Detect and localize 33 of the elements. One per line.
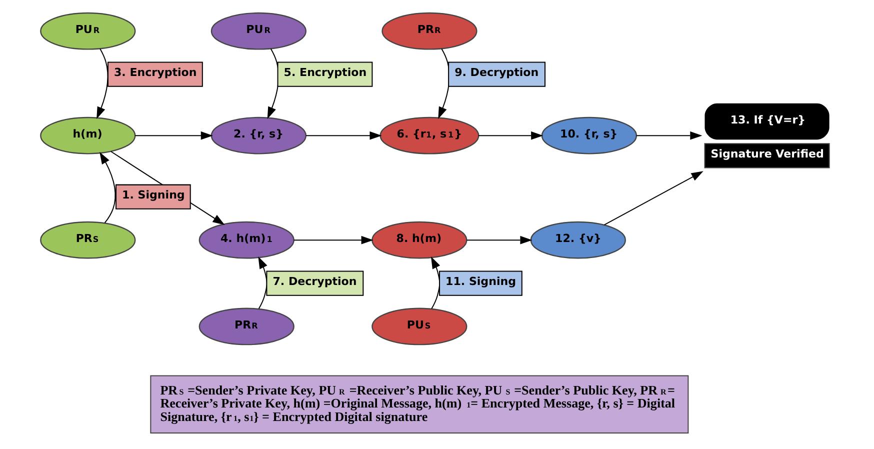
edge-label: 5. Encryption <box>284 66 367 79</box>
arrow <box>430 256 440 308</box>
arrow <box>478 130 544 140</box>
node-ellipse: PUR <box>40 12 136 50</box>
arrow <box>636 130 702 140</box>
node-label: Signature Verified <box>710 146 824 160</box>
node-ellipse: PUS <box>372 307 468 345</box>
node-ellipse: 12. {v} <box>530 220 626 258</box>
edge-label: 11. Signing <box>446 274 516 288</box>
edge-label: 1. Signing <box>122 188 185 202</box>
node-ellipse: 4. h(m)1 <box>198 220 294 258</box>
node-ellipse: 10. {r, s} <box>541 116 638 154</box>
arrow <box>258 256 268 308</box>
arrow <box>306 130 382 140</box>
arrow <box>267 48 280 118</box>
arrow <box>100 151 116 223</box>
arrow <box>294 235 374 244</box>
arrow <box>96 48 108 118</box>
node-ellipse: h(m) <box>40 116 136 154</box>
node-ellipse: 8. h(m) <box>372 220 468 258</box>
node-ellipse: PUR <box>210 12 306 50</box>
node-ellipse: PRR <box>382 12 478 50</box>
arrow <box>135 130 213 140</box>
edge-label: 9. Decryption <box>454 66 539 79</box>
node-ellipse: 2. {r, s} <box>210 116 306 154</box>
node-ellipse: PRS <box>40 220 136 258</box>
node-ellipse: PRR <box>198 307 294 345</box>
edge-label: 3. Encryption <box>114 66 197 79</box>
node-ellipse: 6. {r1, s1} <box>380 116 480 154</box>
arrow <box>466 235 532 244</box>
arrow <box>438 48 450 118</box>
arrow <box>604 170 704 225</box>
edge-label: 7. Decryption <box>272 274 357 288</box>
